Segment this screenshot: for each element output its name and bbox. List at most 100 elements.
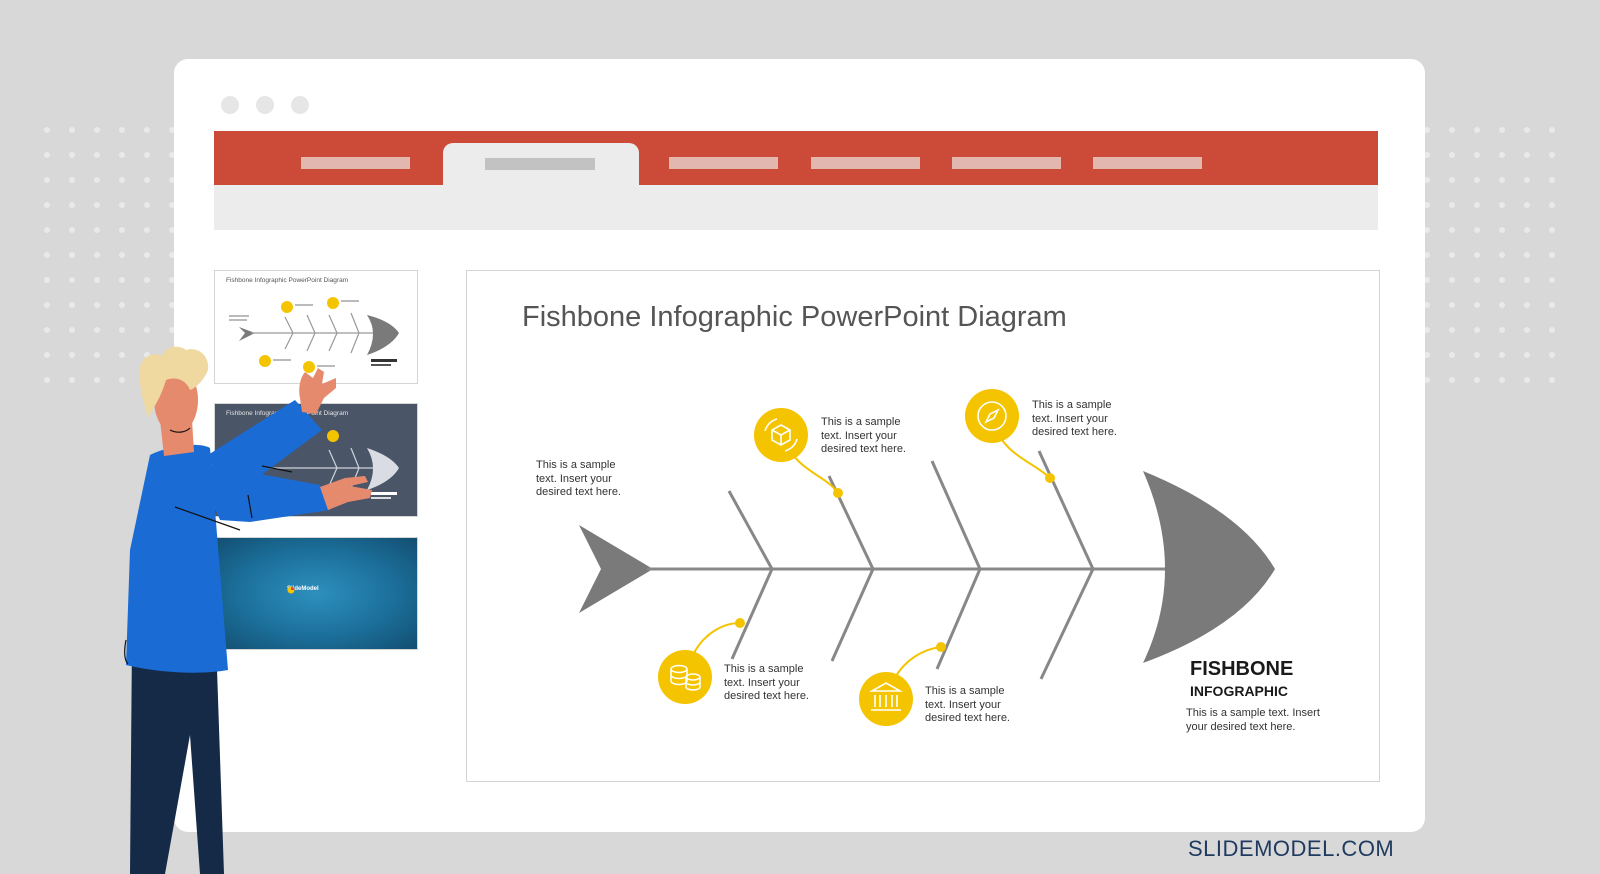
background-dot bbox=[1449, 277, 1455, 283]
thumbnail-fishbone-preview bbox=[229, 297, 399, 373]
background-dot bbox=[1449, 352, 1455, 358]
background-dot bbox=[1549, 152, 1555, 158]
background-dot bbox=[1524, 327, 1530, 333]
ribbon-tab-active-label-placeholder bbox=[485, 158, 595, 170]
background-dot bbox=[44, 327, 50, 333]
slide-thumbnail-3[interactable]: SlideModel bbox=[214, 537, 418, 650]
background-dot bbox=[1424, 227, 1430, 233]
background-dot bbox=[1549, 277, 1555, 283]
background-dot bbox=[1474, 227, 1480, 233]
background-dot bbox=[44, 352, 50, 358]
background-dot bbox=[1499, 252, 1505, 258]
ribbon-tab-6[interactable] bbox=[1093, 157, 1202, 169]
ribbon-tab-3[interactable] bbox=[669, 157, 778, 169]
background-dot bbox=[169, 277, 175, 283]
background-dot bbox=[1474, 302, 1480, 308]
main-slide-canvas: Fishbone Infographic PowerPoint Diagram bbox=[466, 270, 1380, 782]
ribbon-tab-5[interactable] bbox=[952, 157, 1061, 169]
background-dot bbox=[1524, 177, 1530, 183]
background-dot bbox=[144, 152, 150, 158]
background-dot bbox=[1549, 227, 1555, 233]
background-dot bbox=[69, 377, 75, 383]
background-dot bbox=[1549, 127, 1555, 133]
fishbone-note-2[interactable]: This is a sample text. Insert your desir… bbox=[821, 416, 906, 455]
background-dot bbox=[44, 202, 50, 208]
background-dot bbox=[1424, 277, 1430, 283]
background-dot bbox=[69, 127, 75, 133]
fishbone-note-5[interactable]: This is a sample text. Insert your desir… bbox=[925, 685, 1010, 724]
background-dot bbox=[1474, 152, 1480, 158]
background-dot bbox=[94, 127, 100, 133]
background-dot bbox=[44, 277, 50, 283]
background-dot bbox=[1424, 377, 1430, 383]
background-dot bbox=[1474, 327, 1480, 333]
background-dot bbox=[44, 377, 50, 383]
background-dot bbox=[144, 252, 150, 258]
background-dot bbox=[44, 152, 50, 158]
background-dot bbox=[1449, 327, 1455, 333]
background-dot bbox=[1524, 227, 1530, 233]
fishbone-note-3[interactable]: This is a sample text. Insert your desir… bbox=[1032, 399, 1117, 438]
window-control-minimize[interactable] bbox=[256, 96, 274, 114]
background-dot bbox=[69, 202, 75, 208]
slide-title[interactable]: Fishbone Infographic PowerPoint Diagram bbox=[522, 301, 1067, 333]
background-dot bbox=[119, 152, 125, 158]
bank-icon bbox=[859, 672, 913, 726]
background-dot bbox=[169, 202, 175, 208]
background-dot bbox=[1524, 277, 1530, 283]
background-dot bbox=[1549, 327, 1555, 333]
background-dot bbox=[1549, 302, 1555, 308]
background-dot bbox=[1524, 127, 1530, 133]
background-dot bbox=[144, 352, 150, 358]
ribbon-tab-1[interactable] bbox=[301, 157, 410, 169]
background-dot bbox=[69, 177, 75, 183]
background-dot bbox=[169, 302, 175, 308]
background-dot bbox=[1424, 327, 1430, 333]
background-dot bbox=[1499, 352, 1505, 358]
background-dot bbox=[1474, 127, 1480, 133]
background-dot bbox=[1449, 127, 1455, 133]
ribbon-tab-4[interactable] bbox=[811, 157, 920, 169]
background-dot bbox=[144, 227, 150, 233]
background-dot bbox=[119, 127, 125, 133]
fishbone-brand-subtitle[interactable]: INFOGRAPHIC bbox=[1190, 683, 1288, 699]
background-dot bbox=[1499, 277, 1505, 283]
fish-tail bbox=[579, 525, 653, 613]
background-dot bbox=[1474, 252, 1480, 258]
background-dot bbox=[44, 227, 50, 233]
thumbnail-logo: SlideModel bbox=[287, 586, 319, 594]
background-dot bbox=[94, 277, 100, 283]
background-dot bbox=[1499, 327, 1505, 333]
fish-bones bbox=[727, 450, 1095, 680]
background-dot bbox=[1449, 252, 1455, 258]
window-control-close[interactable] bbox=[221, 96, 239, 114]
background-dot bbox=[1549, 352, 1555, 358]
background-dot bbox=[119, 327, 125, 333]
slide-thumbnail-1[interactable]: Fishbone Infographic PowerPoint Diagram bbox=[214, 270, 418, 384]
background-dot bbox=[69, 252, 75, 258]
background-dot bbox=[1524, 377, 1530, 383]
ribbon-tab-active[interactable] bbox=[443, 143, 639, 187]
fishbone-note-1[interactable]: This is a sample text. Insert your desir… bbox=[536, 459, 621, 498]
fishbone-brand-description[interactable]: This is a sample text. Insert your desir… bbox=[1186, 707, 1320, 733]
background-dot bbox=[94, 152, 100, 158]
background-dot bbox=[44, 127, 50, 133]
background-dot bbox=[119, 177, 125, 183]
background-dot bbox=[1449, 152, 1455, 158]
background-dot bbox=[169, 327, 175, 333]
thumbnail-title: Fishbone Infographic PowerPoint Diagram bbox=[226, 277, 349, 284]
background-dot bbox=[169, 127, 175, 133]
background-dot bbox=[1499, 152, 1505, 158]
background-dot bbox=[169, 177, 175, 183]
background-dot bbox=[119, 302, 125, 308]
background-dot bbox=[169, 152, 175, 158]
background-dot bbox=[1424, 152, 1430, 158]
window-control-maximize[interactable] bbox=[291, 96, 309, 114]
background-dot bbox=[1474, 352, 1480, 358]
fishbone-brand-title[interactable]: FISHBONE bbox=[1190, 658, 1294, 680]
background-dot bbox=[1474, 377, 1480, 383]
compass-icon bbox=[965, 389, 1019, 443]
background-dot bbox=[1424, 352, 1430, 358]
background-dot bbox=[1424, 202, 1430, 208]
fishbone-note-4[interactable]: This is a sample text. Insert your desir… bbox=[724, 663, 809, 702]
